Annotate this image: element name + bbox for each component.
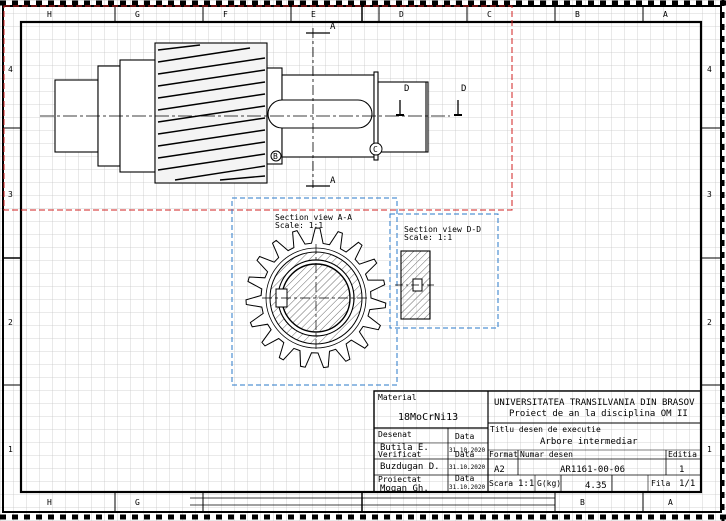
- date-label-1: Data: [455, 432, 474, 441]
- section-aa-gear[interactable]: [245, 227, 387, 369]
- sheet-value: 1/1: [679, 479, 695, 489]
- row-label-4-right: 4: [707, 65, 712, 74]
- section-mark-a-bottom: A: [330, 176, 336, 186]
- drawing-number-label: Numar desen: [520, 450, 573, 459]
- format-label: Format: [489, 450, 518, 459]
- section-dd-selection-box[interactable]: [389, 213, 499, 329]
- scale-value: 1:1: [518, 479, 534, 489]
- title-block: [373, 390, 702, 493]
- section-mark-d-right: D: [461, 84, 466, 94]
- gear-teeth-helix: [157, 44, 266, 181]
- university-name: UNIVERSITATEA TRANSILVANIA DIN BRASOV: [494, 398, 695, 408]
- section-dd-scale: Scale: 1:1: [404, 233, 452, 242]
- col-label-d-top: D: [399, 10, 404, 19]
- section-aa-scale: Scale: 1:1: [275, 221, 323, 230]
- col-label-e-top: E: [311, 10, 316, 19]
- col-label-g-top: G: [135, 10, 140, 19]
- col-label-a-bottom: A: [668, 498, 673, 507]
- mass-value: 4.35: [585, 481, 607, 491]
- date-2: 31.10.2020: [449, 464, 486, 471]
- section-mark-d-left: D: [404, 84, 409, 94]
- date-label-2: Data: [455, 450, 474, 459]
- mass-label: G(kg): [537, 479, 561, 488]
- section-aa-selection-box[interactable]: [231, 197, 398, 386]
- material-label: Material: [378, 393, 417, 402]
- row-label-1-right: 1: [707, 445, 712, 454]
- project-name: Proiect de an la disciplina OM II: [509, 409, 688, 419]
- row-label-2-right: 2: [707, 318, 712, 327]
- section-aa-title: Section view A-A: [275, 213, 352, 222]
- date-3: 31.10.2020: [449, 484, 486, 491]
- section-dd-profile[interactable]: [395, 250, 434, 320]
- main-view-selection-box[interactable]: [3, 5, 513, 211]
- checked-label: Verificat: [378, 450, 422, 459]
- edition-label: Editia: [668, 450, 697, 459]
- row-label-3-left: 3: [8, 190, 13, 199]
- section-mark-a-top: A: [330, 22, 336, 32]
- col-label-g-bottom: G: [135, 498, 140, 507]
- row-label-4-left: 4: [8, 65, 13, 74]
- project-author-name: Mogan Gh.: [380, 484, 429, 494]
- sheet-label: Fila: [651, 479, 670, 488]
- scale-label: Scara: [489, 479, 513, 488]
- checked-name: Buzdugan D.: [380, 462, 440, 472]
- project-label: Proiectat: [378, 475, 422, 484]
- material-value: 18MoCrNi13: [398, 412, 458, 423]
- detail-mark-b[interactable]: B: [270, 150, 282, 162]
- section-dd-title: Section view D-D: [404, 225, 481, 234]
- col-label-a-top: A: [663, 10, 668, 19]
- col-label-h-top: H: [47, 10, 52, 19]
- col-label-b-top: B: [575, 10, 580, 19]
- designed-name: Butila E.: [380, 443, 429, 453]
- designed-label: Desenat: [378, 430, 412, 439]
- row-label-1-left: 1: [8, 445, 13, 454]
- grid-labels: H G F E D C B A H G B A 4 3 2 1 4 3 2 1: [8, 10, 712, 507]
- svg-text:B: B: [273, 152, 278, 161]
- row-label-2-left: 2: [8, 318, 13, 327]
- drawing-number-value: AR1161-00-06: [560, 465, 625, 475]
- section-plane-d[interactable]: D D: [396, 84, 466, 116]
- edition-value: 1: [679, 465, 684, 475]
- title-value: Arbore intermediar: [540, 437, 638, 447]
- col-label-f-top: F: [223, 10, 228, 19]
- col-label-h-bottom: H: [47, 498, 52, 507]
- row-label-3-right: 3: [707, 190, 712, 199]
- col-label-b-bottom: B: [580, 498, 585, 507]
- title-block-text: Material 18MoCrNi13 UNIVERSITATEA TRANSI…: [378, 393, 697, 494]
- format-value: A2: [494, 465, 505, 475]
- date-1: 31.10.2020: [449, 447, 486, 454]
- title-label: Titlu desen de executie: [490, 425, 601, 434]
- col-label-c-top: C: [487, 10, 492, 19]
- section-plane-a[interactable]: A A: [306, 22, 336, 188]
- detail-mark-c[interactable]: C: [369, 142, 383, 156]
- svg-text:C: C: [373, 145, 378, 154]
- date-label-3: Data: [455, 474, 474, 483]
